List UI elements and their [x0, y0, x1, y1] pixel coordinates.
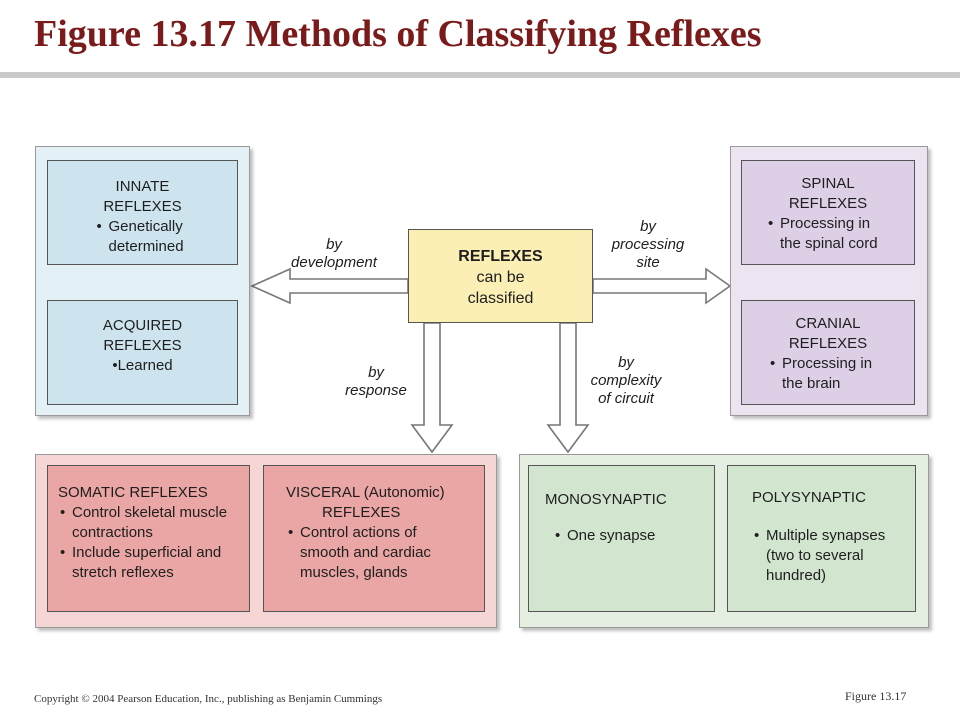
somatic-bullet-2: Include superficial and stretch reflexes [58, 543, 241, 583]
reflexes-center-card: REFLEXES can be classified [408, 229, 593, 323]
arrow-by-complexity [546, 322, 590, 454]
spinal-reflexes-card: SPINAL REFLEXES Processing in the spinal… [741, 160, 915, 265]
center-title: REFLEXES [458, 248, 543, 265]
label-by-development: by development [291, 236, 377, 271]
label-by-processing-site: by processing site [611, 218, 685, 271]
acquired-title-line1: ACQUIRED [102, 317, 183, 334]
visceral-title-line2: REFLEXES [322, 504, 401, 521]
spinal-title-line2: REFLEXES [788, 195, 868, 212]
copyright-notice: Copyright © 2004 Pearson Education, Inc.… [34, 693, 383, 705]
title-divider [0, 72, 960, 78]
cranial-title-line2: REFLEXES [788, 335, 868, 352]
arrow-by-processing-site [592, 267, 732, 305]
slide-title: Figure 13.17 Methods of Classifying Refl… [34, 13, 762, 55]
monosynaptic-card: MONOSYNAPTIC One synapse [528, 465, 715, 612]
polysynaptic-card: POLYSYNAPTIC Multiple synapses (two to s… [727, 465, 916, 612]
somatic-title: SOMATIC REFLEXES [58, 484, 208, 501]
arrow-by-response [410, 322, 454, 454]
cranial-title-line1: CRANIAL [795, 315, 861, 332]
somatic-reflexes-card: SOMATIC REFLEXES Control skeletal muscle… [47, 465, 250, 612]
cranial-reflexes-card: CRANIAL REFLEXES Processing in the brain [741, 300, 915, 405]
innate-reflexes-card: INNATE REFLEXES Genetically determined [47, 160, 238, 265]
polysynaptic-title: POLYSYNAPTIC [752, 489, 866, 506]
visceral-bullet: Control actions of smooth and cardiac mu… [286, 523, 458, 583]
visceral-title-line1: VISCERAL (Autonomic) [286, 484, 445, 501]
acquired-bullet: Learned [48, 356, 237, 376]
visceral-reflexes-card: VISCERAL (Autonomic) REFLEXES Control ac… [263, 465, 485, 612]
cranial-bullet: Processing in the brain [768, 354, 888, 394]
acquired-title-line2: REFLEXES [103, 337, 182, 354]
acquired-reflexes-card: ACQUIRED REFLEXES Learned [47, 300, 238, 405]
somatic-bullet-1: Control skeletal muscle contractions [58, 503, 241, 543]
center-line3: classified [467, 290, 534, 307]
innate-bullet: Genetically determined [95, 217, 191, 257]
arrow-by-development [250, 267, 409, 305]
innate-title-line1: INNATE [115, 178, 170, 195]
center-line2: can be [476, 269, 525, 286]
spinal-title-line1: SPINAL [801, 175, 855, 192]
label-by-complexity: by complexity of circuit [590, 354, 662, 407]
innate-title-line2: REFLEXES [103, 198, 182, 215]
polysynaptic-bullet: Multiple synapses (two to several hundre… [752, 526, 912, 586]
monosynaptic-bullet: One synapse [545, 526, 706, 546]
label-by-response: by response [345, 364, 407, 399]
monosynaptic-title: MONOSYNAPTIC [545, 491, 667, 508]
figure-label: Figure 13.17 [845, 689, 907, 703]
spinal-bullet: Processing in the spinal cord [766, 214, 890, 254]
